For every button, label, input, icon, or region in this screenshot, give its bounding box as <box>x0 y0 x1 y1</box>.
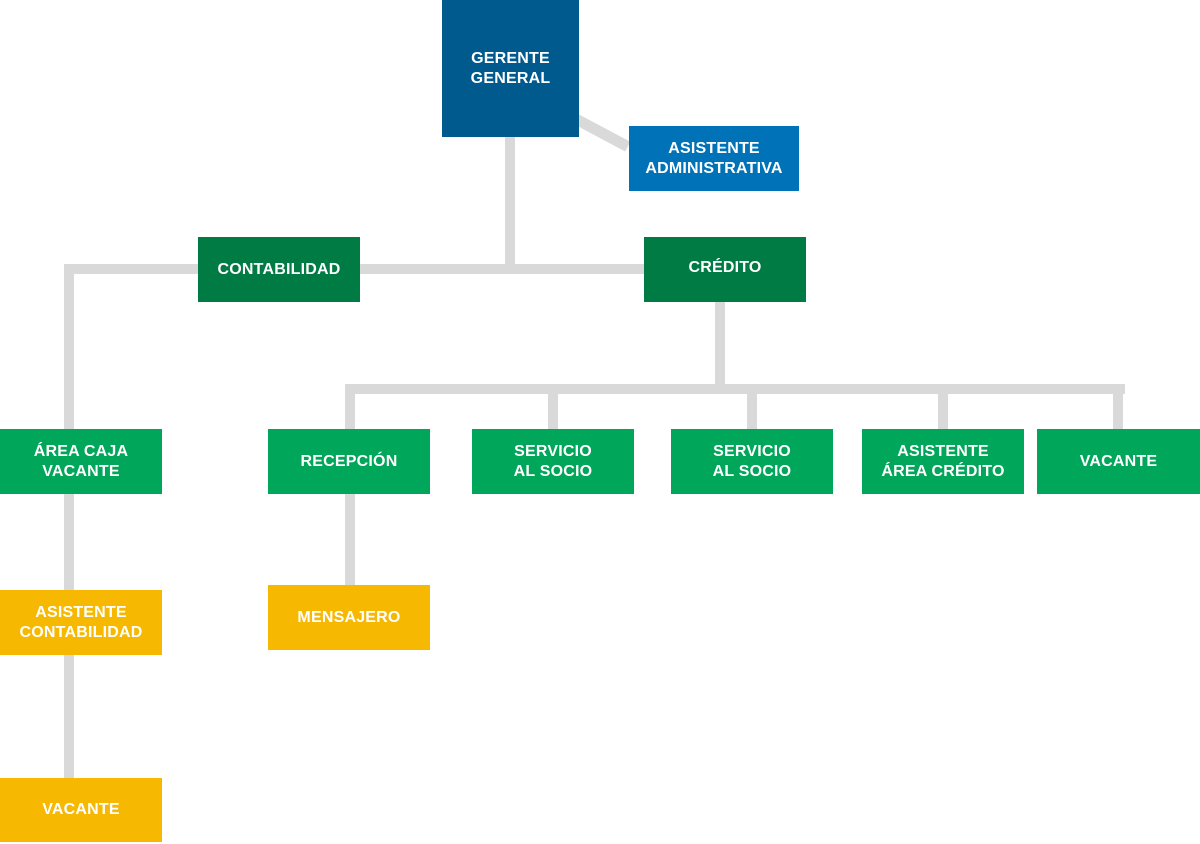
node-gerente-general: GERENTE GENERAL <box>442 0 579 137</box>
node-servicio-socio-1: SERVICIO AL SOCIO <box>472 429 634 494</box>
connector-credito-horizontal <box>345 384 1125 394</box>
node-recepcion: RECEPCIÓN <box>268 429 430 494</box>
connector-gerente-asistente <box>570 112 631 152</box>
node-vacante-credito: VACANTE <box>1037 429 1200 494</box>
connector-servicio1-drop <box>548 384 558 430</box>
node-vacante-contabilidad: VACANTE <box>0 778 162 842</box>
connector-mid-horizontal <box>355 264 647 274</box>
connector-gerente-down <box>505 135 515 269</box>
node-contabilidad: CONTABILIDAD <box>198 237 360 302</box>
connector-credito-down <box>715 300 725 390</box>
node-asistente-administrativa: ASISTENTE ADMINISTRATIVA <box>629 126 799 191</box>
connector-vacante-drop <box>1113 384 1123 430</box>
node-asistente-contabilidad: ASISTENTE CONTABILIDAD <box>0 590 162 655</box>
node-credito: CRÉDITO <box>644 237 806 302</box>
connector-asistente-credito-drop <box>938 384 948 430</box>
connector-recepcion-mensajero <box>345 492 355 587</box>
node-mensajero: MENSAJERO <box>268 585 430 650</box>
connector-left-vertical <box>64 264 74 780</box>
connector-recepcion-drop <box>345 384 355 430</box>
node-servicio-socio-2: SERVICIO AL SOCIO <box>671 429 833 494</box>
node-asistente-area-credito: ASISTENTE ÁREA CRÉDITO <box>862 429 1024 494</box>
connector-servicio2-drop <box>747 384 757 430</box>
connector-left-horizontal <box>64 264 200 274</box>
node-area-caja-vacante: ÁREA CAJA VACANTE <box>0 429 162 494</box>
